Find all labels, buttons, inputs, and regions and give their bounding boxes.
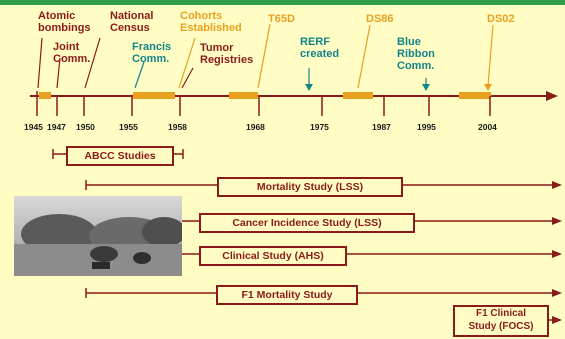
photo-scene [14, 214, 182, 276]
period-bar [39, 92, 51, 99]
year-label: 1987 [372, 122, 391, 132]
photo-shrub [90, 246, 118, 262]
f1-mortality-study-box: F1 Mortality Study [216, 285, 358, 305]
pointer-joint [56, 57, 61, 89]
pointer-ds86 [357, 24, 371, 89]
event-label: RERF created [300, 36, 340, 60]
quonset-hut [142, 217, 182, 247]
clinical-arrowhead [552, 250, 562, 258]
cancer-incidence-study-box: Cancer Incidence Study (LSS) [199, 213, 415, 233]
f1-clinical-study-box: F1 Clinical Study (FOCS) [453, 305, 549, 337]
mortality-study-box: Mortality Study (LSS) [217, 177, 403, 197]
pointer-cohorts [178, 37, 196, 89]
pointer-t65d [257, 23, 271, 89]
arrowhead-blueribbon [422, 84, 430, 91]
event-label: DS86 [366, 13, 394, 25]
year-label: 1947 [47, 122, 66, 132]
f1-clinical-arrowhead [552, 316, 562, 324]
year-label: 1945 [24, 122, 43, 132]
pointer-francis [134, 61, 145, 89]
timeline-axis-arrowhead [546, 91, 558, 101]
year-label: 1955 [119, 122, 138, 132]
mortality-arrowhead [552, 181, 562, 189]
photo-shrub [133, 252, 151, 264]
abcc-studies-box: ABCC Studies [66, 146, 174, 166]
arrowhead-ds02 [484, 84, 492, 91]
event-label: Atomic bombings [38, 10, 91, 34]
f1-mortality-arrowhead [552, 289, 562, 297]
pointer-ds02 [487, 24, 494, 87]
event-label: DS02 [487, 13, 515, 25]
arrowhead-rerf [305, 84, 313, 91]
event-label: Joint Comm. [53, 41, 91, 65]
year-label: 1968 [246, 122, 265, 132]
top-accent-bar [0, 0, 565, 5]
event-label: Blue Ribbon Comm. [397, 36, 435, 72]
cancer-arrowhead [552, 217, 562, 225]
year-label: 1950 [76, 122, 95, 132]
year-label: 1995 [417, 122, 436, 132]
historical-photo [14, 196, 182, 276]
event-label: Tumor Registries [200, 42, 254, 66]
pointer-census [84, 37, 101, 89]
photo-vehicle [92, 262, 110, 269]
pointer-atomic [37, 37, 43, 89]
period-bar [343, 92, 373, 99]
year-label: 2004 [478, 122, 497, 132]
period-bar [133, 92, 175, 99]
pointer-tumor [181, 67, 194, 89]
period-bar [229, 92, 258, 99]
period-bar [459, 92, 491, 99]
event-label: National Census [110, 10, 154, 34]
event-label: T65D [268, 13, 295, 25]
event-label: Francis Comm. [132, 41, 172, 65]
event-label: Cohorts Established [180, 10, 242, 34]
year-label: 1958 [168, 122, 187, 132]
year-label: 1975 [310, 122, 329, 132]
clinical-study-box: Clinical Study (AHS) [199, 246, 347, 266]
